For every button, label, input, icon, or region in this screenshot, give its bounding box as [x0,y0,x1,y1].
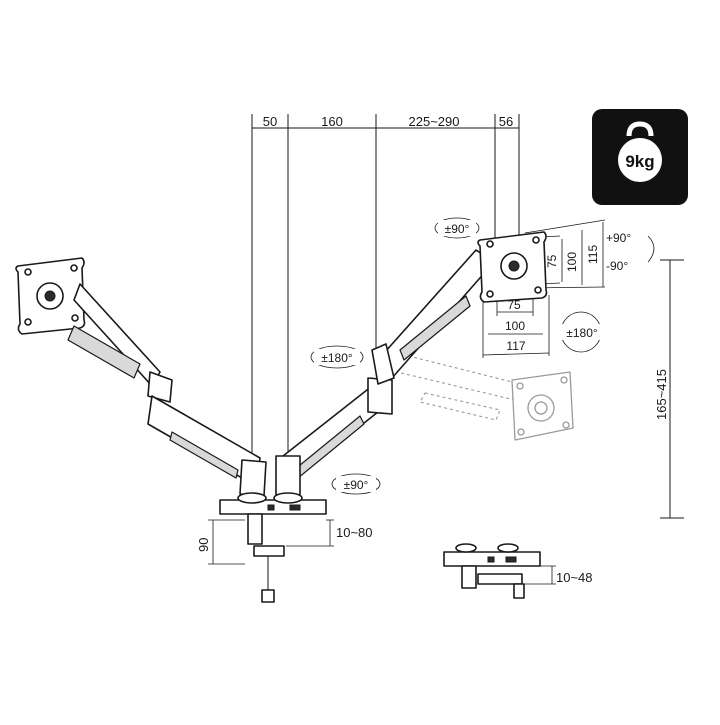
vesa-rotate-label: ±180° [566,326,598,340]
weight-badge: 9kg [592,109,688,205]
kettlebell-icon [618,121,662,182]
height-range-line [660,259,684,519]
desk-clamp-label: 10~80 [336,525,373,540]
right-vesa-plate [477,231,548,303]
grommet-dimension-lines [520,565,556,585]
rotate-indicator-swivel-top [434,217,480,239]
vesa-h-100: 100 [565,252,579,272]
right-lower-arm [275,377,393,497]
weight-label: 9kg [625,152,654,171]
left-lower-arm [147,395,267,497]
vesa-w-100: 100 [505,319,525,333]
rotate-indicator-base [331,473,381,495]
left-vesa-plate [15,257,86,335]
desk-base [219,492,327,515]
grommet-mount [443,543,541,599]
top-dimension-lines [251,114,520,466]
dim-label-56: 56 [499,114,513,129]
desk-clamp [247,513,285,603]
base-swivel-label: ±90° [344,478,369,492]
right-upper-arm [371,249,495,385]
height-range-label: 165~415 [654,369,669,420]
vesa-w-75: 75 [507,298,521,312]
rotate-indicator-vesa [560,311,604,353]
clamp-dimension-lines [208,519,334,565]
tilt-arrow-icon [647,235,655,263]
swivel-top-label: ±90° [445,222,470,236]
dim-label-50: 50 [263,114,277,129]
tilt-down-label: -90° [606,259,628,273]
dim-label-225-290: 225~290 [409,114,460,129]
ghost-arm-position [379,349,574,441]
grommet-label: 10~48 [556,570,593,585]
arm-pivot-label: ±180° [321,351,353,365]
dim-label-160: 160 [321,114,343,129]
vesa-h-75: 75 [545,254,559,268]
clamp-height-label: 90 [196,538,211,552]
vesa-h-115: 115 [586,245,600,264]
rotate-indicator-arm-pivot [310,345,364,369]
left-upper-arm [67,283,173,403]
vesa-w-117: 117 [506,339,525,353]
tilt-up-label: +90° [606,231,631,245]
